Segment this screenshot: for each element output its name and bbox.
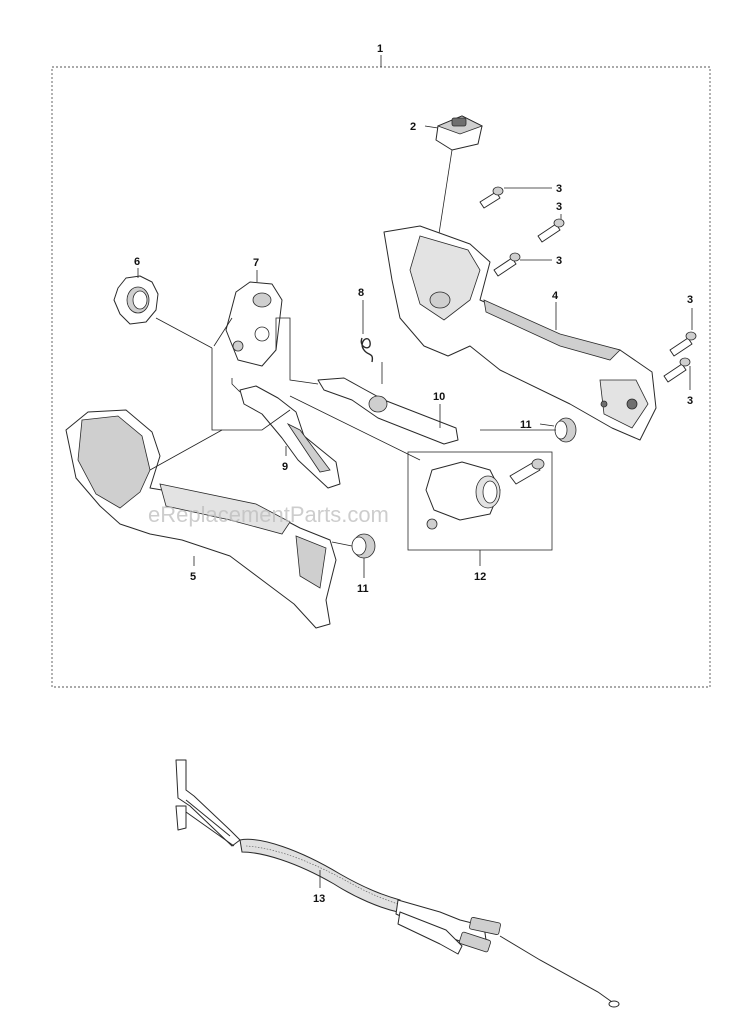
part-3-screw-d <box>669 331 697 357</box>
part-3-screw-e <box>663 357 691 383</box>
part-7-bracket <box>225 281 283 367</box>
watermark: eReplacementParts.com <box>148 502 389 527</box>
callout-3-b[interactable]: 3 <box>556 201 562 213</box>
callout-12[interactable]: 12 <box>474 571 486 583</box>
part-4-handle-housing <box>383 225 657 441</box>
callout-9[interactable]: 9 <box>282 461 288 473</box>
part-12-clamp <box>425 458 545 530</box>
part-3-screw-a <box>479 186 504 209</box>
callout-6[interactable]: 6 <box>134 256 140 268</box>
callout-10[interactable]: 10 <box>433 391 445 403</box>
callout-2[interactable]: 2 <box>410 121 416 133</box>
part-2-switch-button <box>435 115 484 151</box>
part-11-bushing-a <box>554 417 577 443</box>
callout-3-e[interactable]: 3 <box>687 395 693 407</box>
callout-4[interactable]: 4 <box>552 290 559 302</box>
callout-3-a[interactable]: 3 <box>556 183 562 195</box>
part-8-spring <box>360 337 374 363</box>
callout-3-c[interactable]: 3 <box>556 255 562 267</box>
part-5-handle-grip <box>65 409 337 629</box>
callout-5[interactable]: 5 <box>190 571 196 583</box>
part-3-screw-c <box>493 252 521 277</box>
part-11-bushing-b <box>351 533 376 559</box>
callout-3-d[interactable]: 3 <box>687 294 693 306</box>
part-9-trigger <box>239 385 341 489</box>
callout-8[interactable]: 8 <box>358 287 364 299</box>
part-13-throttle-cable <box>175 759 620 1008</box>
part-10-throttle-lever <box>317 377 459 445</box>
explosion-lines <box>149 317 556 547</box>
part-6-ring <box>113 275 159 325</box>
callout-1[interactable]: 1 <box>377 43 383 55</box>
callout-11-b[interactable]: 11 <box>357 583 369 595</box>
callout-13[interactable]: 13 <box>313 893 325 905</box>
callout-11-a[interactable]: 11 <box>520 419 532 431</box>
part-3-screw-b <box>537 218 565 243</box>
callout-7[interactable]: 7 <box>253 257 259 269</box>
